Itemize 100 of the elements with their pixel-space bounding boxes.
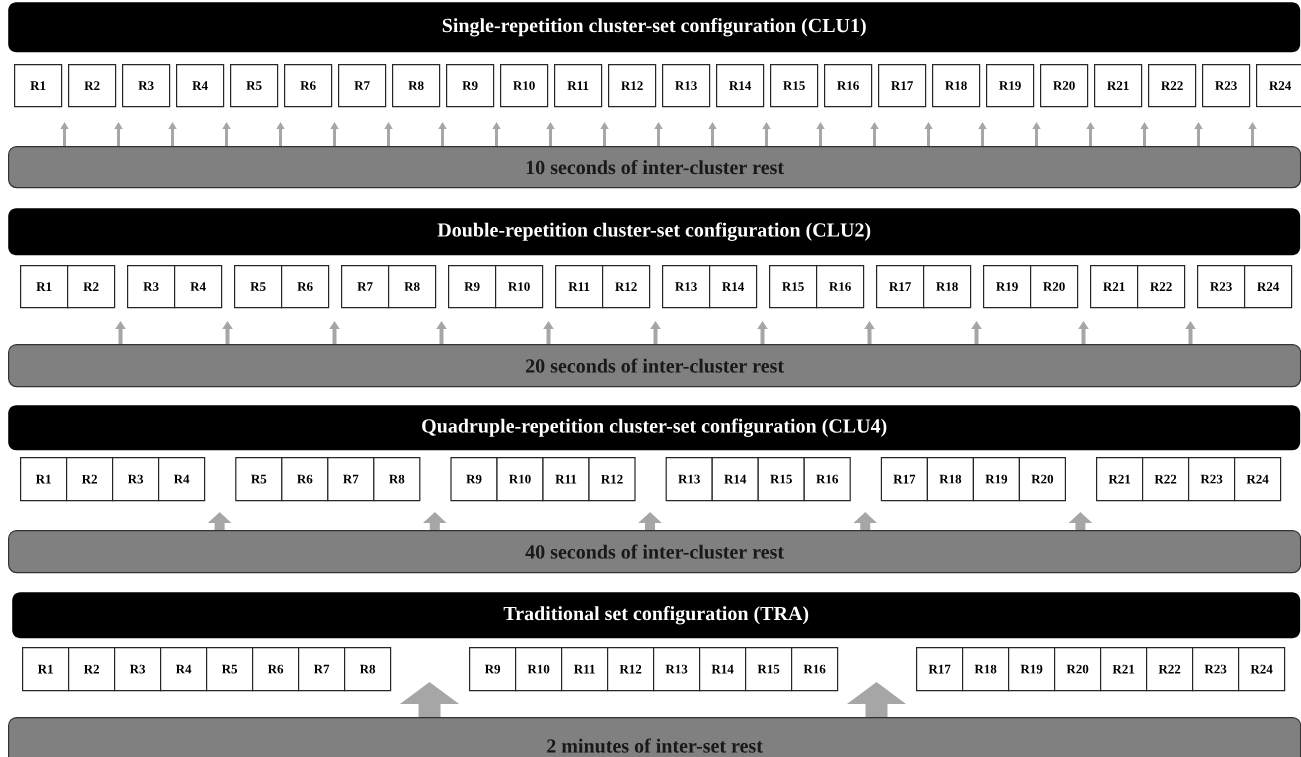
- repetition-box: R10: [500, 64, 549, 108]
- repetition-box: R2: [66, 457, 114, 502]
- arrow: [168, 122, 177, 146]
- repetition-box: R17: [880, 457, 928, 502]
- repetition-box: R6: [252, 647, 300, 692]
- repetition-box: R23: [1202, 64, 1251, 108]
- arrow: [114, 122, 123, 146]
- repetition-box: R13: [662, 64, 711, 108]
- repetition-box: R8: [344, 647, 392, 692]
- repetition-box: R1: [20, 457, 68, 502]
- repetition-box: R19: [986, 64, 1035, 108]
- arrow: [816, 122, 825, 146]
- rest-bar: 2 minutes of inter-set rest: [8, 717, 1301, 757]
- repetition-box: R22: [1137, 265, 1186, 309]
- repetition-box: R3: [122, 64, 171, 108]
- repetition-box: R3: [127, 265, 176, 309]
- arrow: [600, 122, 609, 146]
- repetition-box: R3: [112, 457, 160, 502]
- repetition-box: R4: [158, 457, 206, 502]
- repetition-box: R4: [174, 265, 223, 309]
- repetition-box: R9: [446, 64, 495, 108]
- header-bar: Quadruple-repetition cluster-set configuration (CLU4): [8, 405, 1301, 451]
- repetition-box: R24: [1234, 457, 1282, 502]
- repetition-box: R11: [555, 265, 604, 309]
- arrow: [60, 122, 69, 146]
- repetition-box: R20: [1018, 457, 1066, 502]
- repetition-box: R18: [923, 265, 972, 309]
- repetition-box: R11: [561, 647, 609, 692]
- arrow: [222, 122, 231, 146]
- repetition-box: R9: [450, 457, 498, 502]
- repetition-box: R20: [1054, 647, 1102, 692]
- arrow: [1032, 122, 1041, 146]
- repetition-box: R6: [281, 265, 330, 309]
- repetition-box: R14: [716, 64, 765, 108]
- arrow: [438, 122, 447, 146]
- repetition-box: R5: [235, 457, 283, 502]
- repetition-box: R11: [542, 457, 590, 502]
- arrow: [384, 122, 393, 146]
- repetition-box: R23: [1192, 647, 1240, 692]
- repetition-box: R9: [469, 647, 517, 692]
- arrow: [1086, 122, 1095, 146]
- arrow: [978, 122, 987, 146]
- repetition-box: R6: [281, 457, 329, 502]
- repetition-box: R21: [1096, 457, 1144, 502]
- arrow: [546, 122, 555, 146]
- repetition-box: R5: [230, 64, 279, 108]
- repetition-box: R8: [388, 265, 437, 309]
- repetition-box: R7: [338, 64, 387, 108]
- repetition-box: R1: [14, 64, 63, 108]
- repetition-box: R17: [878, 64, 927, 108]
- repetition-box: R15: [757, 457, 805, 502]
- repetition-box: R20: [1030, 265, 1079, 309]
- arrow: [1248, 122, 1257, 146]
- repetition-box: R5: [206, 647, 254, 692]
- repetition-box: R16: [791, 647, 839, 692]
- rest-bar: 10 seconds of inter-cluster rest: [8, 146, 1301, 189]
- repetition-box: R14: [699, 647, 747, 692]
- arrow: [1194, 122, 1203, 146]
- repetition-box: R5: [234, 265, 283, 309]
- repetition-box: R16: [816, 265, 865, 309]
- repetition-box: R12: [588, 457, 636, 502]
- repetition-box: R24: [1256, 64, 1301, 108]
- repetition-box: R23: [1188, 457, 1236, 502]
- repetition-box: R21: [1100, 647, 1148, 692]
- repetition-box: R3: [114, 647, 162, 692]
- repetition-box: R10: [495, 265, 544, 309]
- repetition-box: R24: [1244, 265, 1293, 309]
- arrow: [870, 122, 879, 146]
- repetition-box: R7: [341, 265, 390, 309]
- arrow: [924, 122, 933, 146]
- repetition-box: R21: [1090, 265, 1139, 309]
- repetition-box: R14: [711, 457, 759, 502]
- repetition-box: R1: [22, 647, 70, 692]
- repetition-box: R17: [916, 647, 964, 692]
- repetition-box: R15: [769, 265, 818, 309]
- repetition-box: R11: [554, 64, 603, 108]
- repetition-box: R4: [176, 64, 225, 108]
- repetition-box: R14: [709, 265, 758, 309]
- repetition-box: R19: [1008, 647, 1056, 692]
- arrow: [492, 122, 501, 146]
- repetition-box: R8: [392, 64, 441, 108]
- arrow: [762, 122, 771, 146]
- repetition-box: R18: [962, 647, 1010, 692]
- repetition-box: R10: [496, 457, 544, 502]
- repetition-box: R12: [602, 265, 651, 309]
- repetition-box: R12: [607, 647, 655, 692]
- arrow: [276, 122, 285, 146]
- repetition-box: R22: [1146, 647, 1194, 692]
- repetition-box: R15: [745, 647, 793, 692]
- repetition-box: R12: [608, 64, 657, 108]
- repetition-box: R13: [662, 265, 711, 309]
- repetition-box: R21: [1094, 64, 1143, 108]
- repetition-box: R2: [68, 64, 117, 108]
- repetition-box: R19: [983, 265, 1032, 309]
- repetition-box: R16: [803, 457, 851, 502]
- repetition-box: R7: [327, 457, 375, 502]
- repetition-box: R24: [1238, 647, 1286, 692]
- arrow: [654, 122, 663, 146]
- repetition-box: R17: [876, 265, 925, 309]
- repetition-box: R15: [770, 64, 819, 108]
